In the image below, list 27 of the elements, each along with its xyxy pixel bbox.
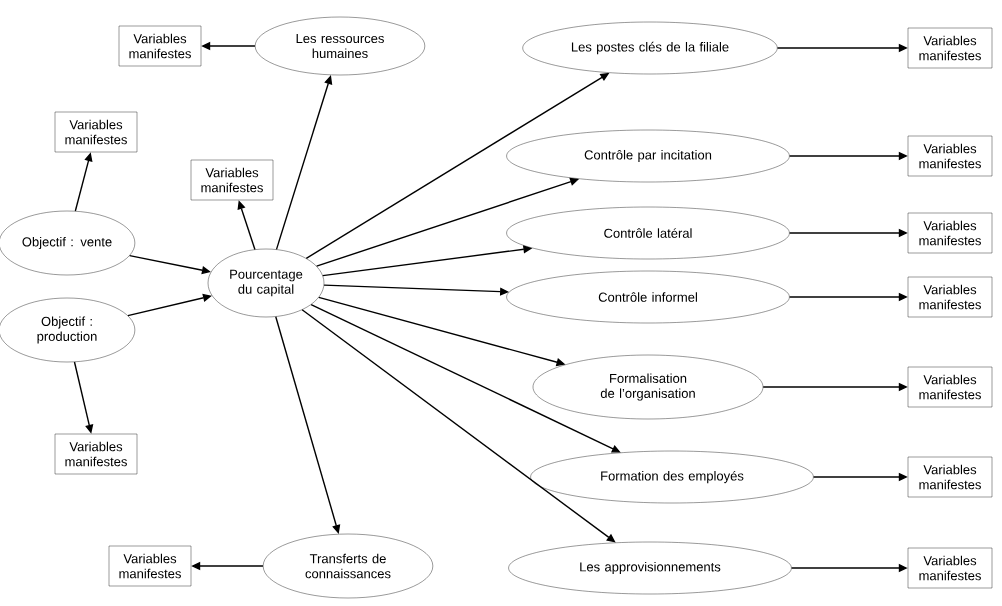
variable-box: Variables manifestes: [907, 547, 993, 589]
ellipse-node: Formalisation de l’organisation: [532, 354, 764, 420]
variable-box: Variables manifestes: [907, 456, 993, 498]
ellipse-node: Formation des employés: [530, 450, 814, 504]
variable-box: Variables manifestes: [907, 276, 993, 318]
ellipse-node: Contrôle latéral: [506, 206, 790, 260]
arrow: [310, 303, 621, 453]
variable-box: Variables manifestes: [907, 135, 993, 177]
variable-box: Variables manifestes: [907, 366, 993, 408]
ellipse-node: Contrôle informel: [506, 270, 790, 324]
arrow: [127, 293, 212, 317]
variable-box: Variables manifestes: [54, 433, 138, 475]
variable-box: Variables manifestes: [907, 27, 993, 69]
variable-box: Variables manifestes: [907, 212, 993, 254]
ellipse-node: Contrôle par incitation: [506, 129, 790, 183]
arrow: [323, 284, 509, 296]
ellipse-node: Les ressources humaines: [254, 16, 426, 76]
variable-box: Variables manifestes: [108, 545, 192, 587]
ellipse-node: Les approvisionnements: [508, 541, 792, 595]
arrow: [301, 309, 616, 543]
arrow: [275, 316, 341, 534]
ellipse-node: Les postes clés de la filiale: [522, 21, 778, 75]
variable-box: Variables manifestes: [190, 159, 274, 201]
variable-box: Variables manifestes: [118, 25, 202, 67]
ellipse-node: Pourcentage du capital: [207, 248, 325, 318]
variable-box: Variables manifestes: [54, 111, 138, 153]
ellipse-node: Transferts de connaissances: [262, 533, 434, 599]
